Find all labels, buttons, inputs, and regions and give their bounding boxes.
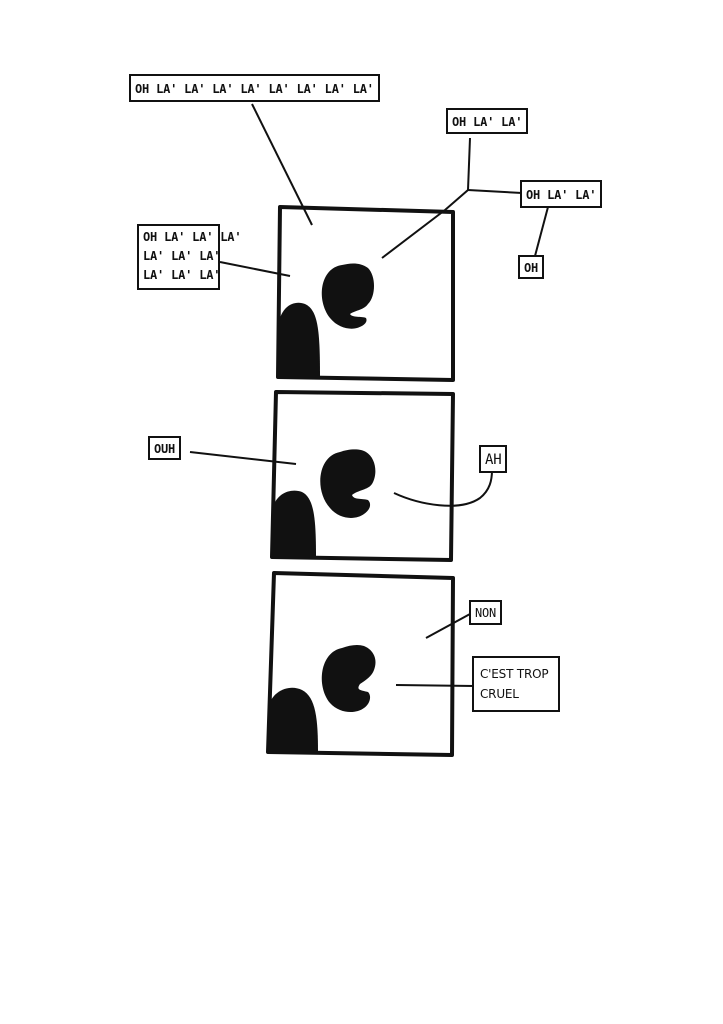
pointer-line-top-long xyxy=(251,103,313,226)
caption-oh-text: OH xyxy=(524,261,539,275)
silhouette-figure-2 xyxy=(272,490,316,557)
pointer-line-right-branch-2 xyxy=(467,189,523,194)
caption-right-medium: OH LA' LA' xyxy=(520,180,603,208)
caption-top-long-text: OH LA' LA' LA' LA' LA' LA' LA' LA' xyxy=(135,82,374,96)
panel-1 xyxy=(219,103,549,382)
pointer-line-non xyxy=(425,613,471,639)
pointer-line-ouh xyxy=(189,451,297,465)
caption-top-long: OH LA' LA' LA' LA' LA' LA' LA' LA' xyxy=(129,74,380,102)
caption-oh: OH xyxy=(518,255,545,279)
pointer-line-cruel xyxy=(395,684,475,687)
caption-trop-cruel-line-1: C'EST TROP xyxy=(480,667,549,681)
panel-2 xyxy=(189,390,493,562)
silhouette-figure-1 xyxy=(278,302,320,377)
silhouette-head-3 xyxy=(321,644,376,713)
caption-right-medium-text: OH LA' LA' xyxy=(526,188,597,202)
pointer-line-oh xyxy=(534,206,549,257)
caption-ouh: OUH xyxy=(148,436,182,460)
caption-non: NON xyxy=(469,600,503,625)
caption-left-stack-line-2: LA' LA' LA' xyxy=(143,249,221,264)
caption-trop-cruel-line-2: CRUEL xyxy=(480,687,519,701)
silhouette-head-2 xyxy=(320,449,376,518)
caption-ah: AH xyxy=(479,445,508,473)
silhouette-head-1 xyxy=(321,263,374,329)
caption-left-stack-line-3: LA' LA' LA' xyxy=(143,268,221,283)
caption-ah-text: AH xyxy=(485,452,502,468)
silhouette-figure-3 xyxy=(268,687,318,752)
pointer-line-ah xyxy=(393,469,493,507)
pointer-line-right-branch xyxy=(381,137,471,259)
caption-right-small: OH LA' LA' xyxy=(446,108,529,134)
caption-trop-cruel: C'EST TROP CRUEL xyxy=(472,656,560,712)
caption-ouh-text: OUH xyxy=(154,442,176,456)
caption-left-stack-line-1: OH LA' LA' LA' xyxy=(143,230,242,244)
caption-right-small-text: OH LA' LA' xyxy=(452,115,523,129)
caption-non-text: NON xyxy=(475,606,497,620)
pointer-line-left-stack xyxy=(219,261,291,277)
caption-left-stack: OH LA' LA' LA' LA' LA' LA' LA' LA' LA' xyxy=(137,224,242,290)
panel-3 xyxy=(266,571,475,757)
